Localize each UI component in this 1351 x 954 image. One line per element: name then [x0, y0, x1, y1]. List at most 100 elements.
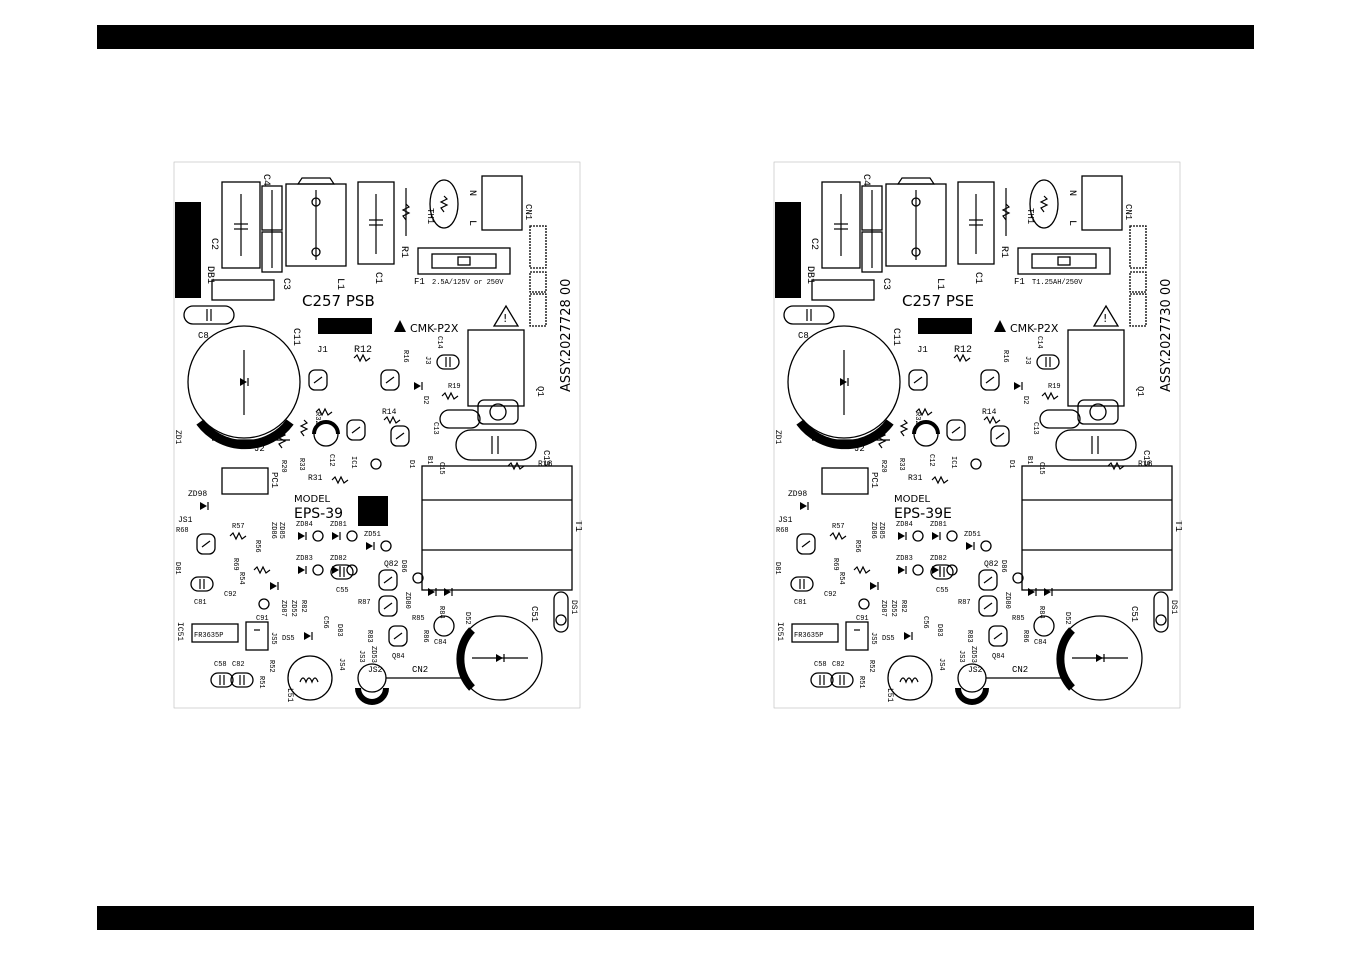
label-r33: R33 — [297, 458, 305, 471]
diode-symbol — [800, 502, 807, 510]
ic51-package — [791, 623, 839, 643]
c11-electrolytic — [787, 325, 901, 439]
label-r85: R85 — [412, 615, 425, 623]
diode-symbol — [240, 378, 247, 386]
transistor-outline — [980, 369, 1000, 391]
top-black-bar — [97, 25, 1254, 49]
c11-polarity-band — [796, 419, 894, 450]
c8-capacitor — [183, 305, 235, 325]
resistor-symbol — [439, 195, 449, 213]
label-c15-side: C15 — [437, 462, 445, 475]
label-l: L — [1066, 220, 1077, 226]
diode-symbol — [1044, 588, 1051, 596]
label-c58: C58 — [214, 661, 227, 669]
test-pad — [946, 530, 958, 542]
label-r85: R85 — [1012, 615, 1025, 623]
c11-polarity-band — [196, 419, 294, 450]
label-c91: C91 — [856, 615, 869, 623]
label-c8: C8 — [798, 331, 809, 341]
label-ic1: IC1 — [349, 456, 357, 469]
label-zd98: ZD98 — [788, 490, 807, 499]
cert-label: CMK-P2X — [410, 322, 459, 335]
label-c12: C12 — [927, 454, 935, 467]
warning-triangle-icon — [1092, 304, 1120, 327]
label-r12: R12 — [354, 345, 372, 356]
label-zener: ZD51 — [364, 531, 381, 539]
label-zd80: ZD80 — [1003, 592, 1011, 609]
label-zd87: ZD87 — [879, 600, 887, 617]
js5-jumper — [845, 621, 869, 651]
label-c84: C84 — [434, 639, 447, 647]
label-db1: DB1 — [204, 266, 215, 284]
label-js3: JS3 — [357, 650, 365, 663]
transistor-mark — [351, 426, 361, 434]
label-zener: ZD81 — [330, 521, 347, 529]
resistor-symbol — [299, 419, 309, 437]
c14-capacitor — [436, 354, 460, 370]
f1-fuse-holder — [1017, 247, 1111, 275]
label-c58: C58 — [814, 661, 827, 669]
pc1-optocoupler — [221, 467, 269, 495]
label-j3: J3 — [423, 356, 431, 364]
q1-transistor-block — [1067, 329, 1125, 407]
label-c15: C15 — [1141, 450, 1151, 466]
transistor-outline — [988, 625, 1008, 647]
label-l51: L51 — [285, 688, 294, 703]
label-r83: R83 — [965, 630, 973, 643]
transformer-t1 — [421, 465, 573, 591]
diode-symbol — [904, 632, 911, 640]
label-zd80: ZD80 — [403, 592, 411, 609]
transistor-outline — [978, 595, 998, 617]
transistor-mark — [383, 576, 393, 584]
label-r56: R56 — [853, 540, 861, 553]
label-r87: R87 — [958, 599, 971, 607]
connector-grid-mid — [529, 271, 547, 293]
test-pad — [858, 598, 870, 610]
label-c51: C51 — [1129, 606, 1139, 622]
label-zd53: ZD53 — [369, 646, 377, 663]
c58-capacitor — [810, 672, 834, 688]
c51-polarity-band — [456, 627, 476, 691]
th1-thermistor — [429, 179, 459, 229]
label-r57: R57 — [232, 523, 245, 531]
ds1-pad — [1155, 614, 1167, 626]
f1-fuse-element — [457, 256, 471, 266]
label-zd85: ZD85 — [877, 522, 885, 539]
label-r56: R56 — [253, 540, 261, 553]
test-pad — [346, 530, 358, 542]
l1-top-tab — [896, 177, 936, 185]
label-zd86: ZD86 — [269, 522, 277, 539]
label-b1: B1 — [425, 456, 433, 464]
label-q1: Q1 — [535, 386, 545, 397]
cert-triangle-icon — [394, 320, 406, 332]
label-d2: D2 — [1021, 396, 1029, 404]
label-c11: C11 — [890, 328, 901, 346]
label-r1: R1 — [998, 246, 1009, 258]
warning-triangle-icon — [492, 304, 520, 327]
label-c11: C11 — [290, 328, 301, 346]
label-js2: JS2 — [368, 666, 383, 675]
diode-symbol — [270, 582, 277, 590]
label-c82: C82 — [232, 661, 245, 669]
label-r82: R82 — [899, 600, 907, 613]
resistor-symbol — [229, 531, 247, 541]
label-c14: C14 — [1035, 336, 1043, 349]
resistor-symbol — [877, 431, 887, 449]
label-r54: R54 — [237, 572, 245, 585]
test-pad — [412, 572, 424, 584]
label-q84: Q84 — [392, 653, 405, 661]
label-r14: R14 — [982, 408, 997, 417]
transistor-outline — [380, 369, 400, 391]
fuse-label: F1 — [1014, 277, 1025, 287]
label-t1: T1 — [1172, 520, 1182, 532]
label-j1: J1 — [317, 345, 328, 355]
l1-coil — [911, 247, 921, 257]
cn2-band — [955, 687, 989, 705]
label-c15: C15 — [541, 450, 551, 466]
label-d86: D86 — [999, 560, 1007, 573]
label-r84: R84 — [1037, 606, 1045, 619]
label-c92: C92 — [824, 591, 837, 599]
connector-grid-mid — [1129, 271, 1147, 293]
